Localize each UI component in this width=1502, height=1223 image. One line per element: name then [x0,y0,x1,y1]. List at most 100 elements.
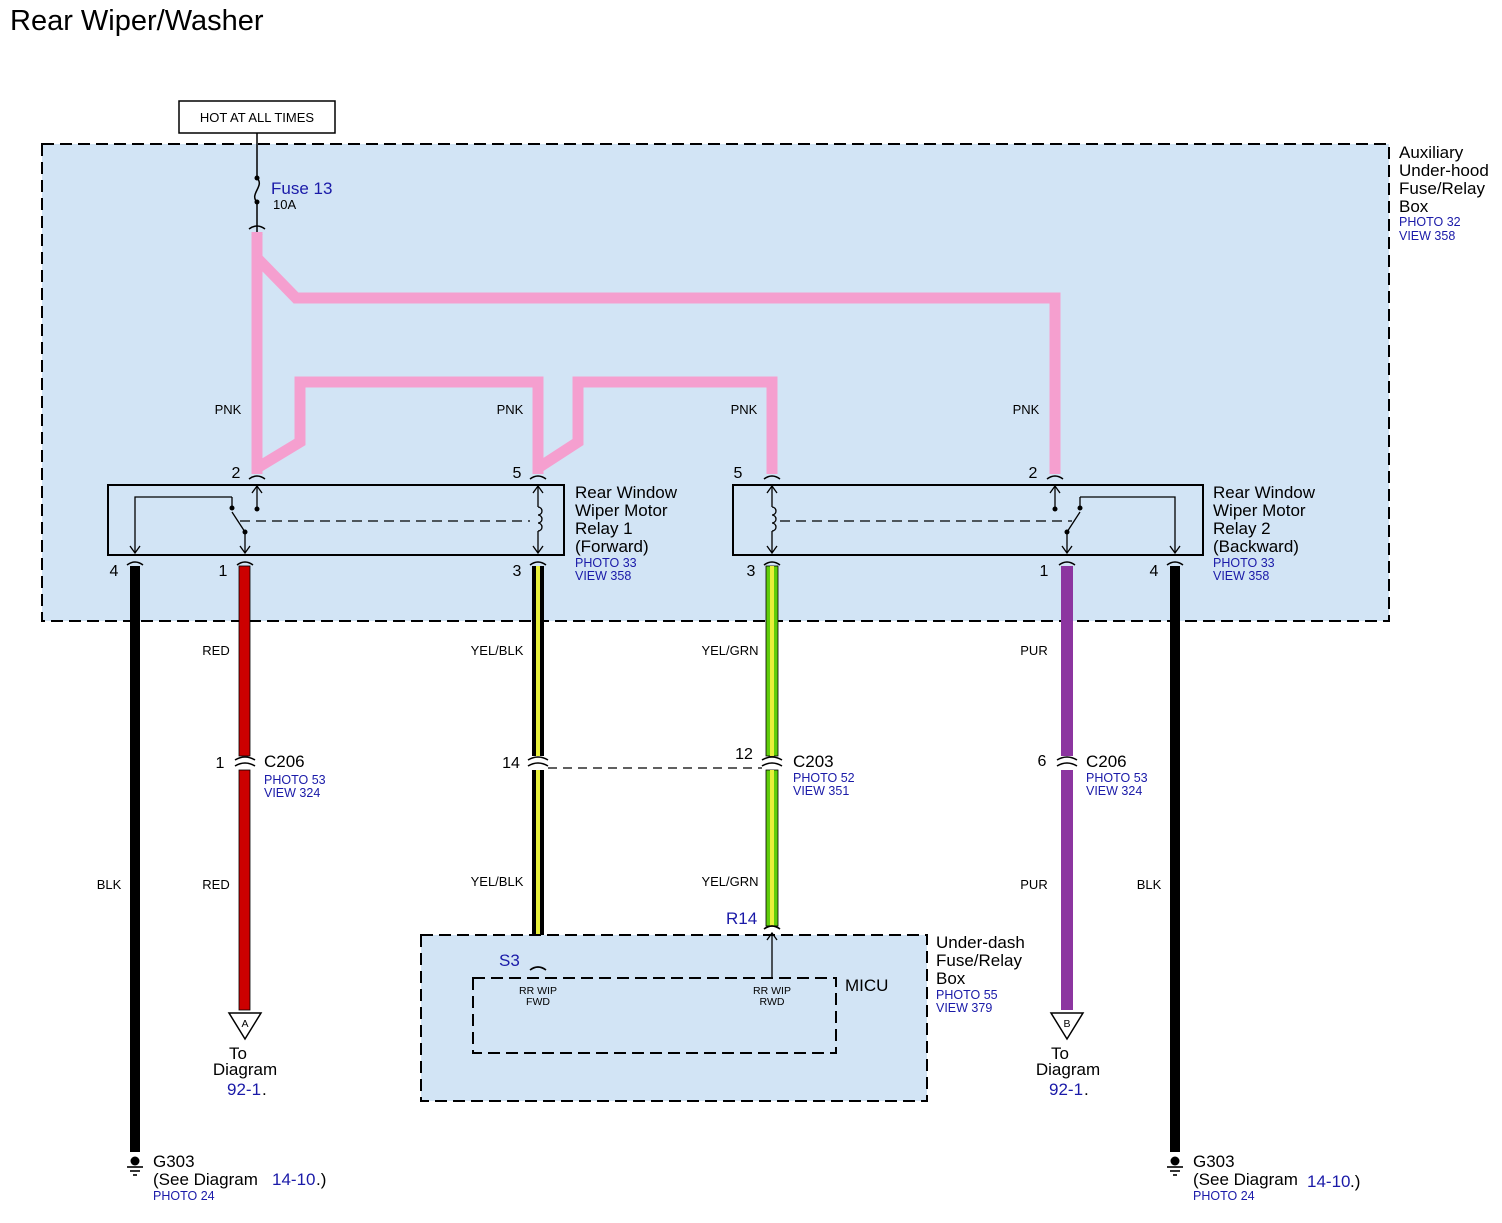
ground-right-see: (See Diagram [1193,1170,1298,1189]
micu-pin-r14: R14 [726,909,757,928]
svg-text:PNK: PNK [731,402,758,417]
ground-right-close: .) [1350,1172,1360,1191]
to-diagram-a-dot: . [262,1080,267,1099]
yel-blk-wire-labels: YEL/BLK YEL/BLK [471,643,524,889]
svg-text:1: 1 [1040,563,1049,580]
svg-text:PNK: PNK [1013,402,1040,417]
svg-text:FWD: FWD [526,996,550,1008]
ground-left-photo: PHOTO 24 [153,1189,215,1203]
pur-wire [1061,566,1073,1010]
blk-wires [130,566,1180,1152]
svg-text:VIEW 358: VIEW 358 [575,569,631,583]
relay-2-pins: 5 2 3 1 4 [734,465,1159,580]
svg-text:PHOTO 32: PHOTO 32 [1399,215,1461,229]
svg-text:Box: Box [1399,197,1429,216]
svg-text:PHOTO 33: PHOTO 33 [1213,556,1275,570]
c206-left-view: VIEW 324 [264,786,320,800]
micu-name: MICU [845,976,888,995]
ground-left-see: (See Diagram [153,1170,258,1189]
svg-text:YEL/BLK: YEL/BLK [471,643,524,658]
fuse-rating: 10A [273,197,296,212]
svg-text:PUR: PUR [1020,643,1047,658]
svg-text:1: 1 [219,563,228,580]
svg-text:RR WIP: RR WIP [753,985,791,997]
micu-connectors [529,925,781,977]
diagram-title: Rear Wiper/Washer [10,5,264,37]
hot-at-all-times-box [178,100,336,134]
relay-1-label: Rear Window Wiper Motor Relay 1 (Forward… [575,483,678,583]
ground-right-name: G303 [1193,1152,1235,1171]
c203-name: C203 [793,752,834,771]
yel-blk-wire [532,566,544,967]
to-diagram-b-flag: B [1049,1012,1085,1041]
svg-text:Wiper Motor: Wiper Motor [1213,501,1306,520]
c203-pin-14: 14 [502,755,520,772]
relay-1 [107,484,565,556]
svg-text:PHOTO 55: PHOTO 55 [936,988,998,1002]
svg-text:Relay 2: Relay 2 [1213,519,1271,538]
svg-text:RWD: RWD [760,996,785,1008]
svg-text:B: B [1063,1018,1070,1030]
ground-right-photo: PHOTO 24 [1193,1189,1255,1203]
red-wire [238,565,251,1011]
c206-right-view: VIEW 324 [1086,784,1142,798]
c206-left-name: C206 [264,752,305,771]
to-diagram-b-ref: 92-1 [1049,1080,1083,1099]
to-diagram-a-flag: A [227,1012,263,1041]
svg-text:Rear Window: Rear Window [575,483,678,502]
relay-bottom-connectors [126,475,1184,566]
svg-text:Under-dash: Under-dash [936,933,1025,952]
svg-text:A: A [241,1018,248,1030]
aux-box-label: Auxiliary Under-hood Fuse/Relay Box PHOT… [1399,143,1489,243]
ground-left-close: .) [316,1170,326,1189]
svg-text:Wiper Motor: Wiper Motor [575,501,668,520]
pnk-wires [251,232,1061,474]
c203-view: VIEW 351 [793,784,849,798]
ground-right-icon [1167,1156,1183,1176]
ground-right-ref: 14-10 [1307,1172,1350,1191]
yel-grn-wire-labels: YEL/GRN YEL/GRN [701,643,758,889]
to-diagram-a-line2: Diagram [213,1060,277,1079]
svg-text:Relay 1: Relay 1 [575,519,633,538]
c206-left-photo: PHOTO 53 [264,773,326,787]
yel-grn-wire [765,565,779,927]
c203-photo: PHOTO 52 [793,771,855,785]
to-diagram-b-line1: To [1051,1044,1069,1063]
relay-2-label: Rear Window Wiper Motor Relay 2 (Backwar… [1213,483,1316,583]
connector-c203 [527,756,783,769]
micu-pin-s3: S3 [499,951,520,970]
svg-text:5: 5 [734,465,743,482]
svg-text:YEL/GRN: YEL/GRN [701,874,758,889]
micu-fwd-label: RR WIP FWD [519,985,557,1008]
svg-text:PHOTO 33: PHOTO 33 [575,556,637,570]
pnk-wire-labels: PNK PNK PNK PNK [215,402,1040,417]
c206-right-photo: PHOTO 53 [1086,771,1148,785]
svg-text:Rear Window: Rear Window [1213,483,1316,502]
fuse-name: Fuse 13 [271,179,332,198]
to-diagram-a-ref: 92-1 [227,1080,261,1099]
to-diagram-b-dot: . [1084,1080,1089,1099]
blk-wire-labels: BLK BLK [97,877,1162,892]
to-diagram-a-line1: To [229,1044,247,1063]
svg-text:PNK: PNK [215,402,242,417]
svg-text:YEL/GRN: YEL/GRN [701,643,758,658]
svg-text:VIEW 379: VIEW 379 [936,1001,992,1015]
micu-box [472,977,837,1054]
svg-text:4: 4 [1150,563,1159,580]
connector-c206-left [234,756,256,767]
svg-text:BLK: BLK [1137,877,1162,892]
to-diagram-b-line2: Diagram [1036,1060,1100,1079]
svg-text:RR WIP: RR WIP [519,985,557,997]
svg-text:RED: RED [202,643,229,658]
svg-text:VIEW 358: VIEW 358 [1399,229,1455,243]
svg-text:YEL/BLK: YEL/BLK [471,874,524,889]
pur-wire-labels: PUR PUR [1020,643,1047,892]
c206-right-pin: 6 [1038,753,1047,770]
ground-left-ref: 14-10 [272,1170,315,1189]
svg-text:2: 2 [232,465,241,482]
svg-text:2: 2 [1029,465,1038,482]
c206-right-name: C206 [1086,752,1127,771]
fuse-13 [248,133,266,243]
relay-2 [732,484,1204,556]
svg-text:5: 5 [513,465,522,482]
